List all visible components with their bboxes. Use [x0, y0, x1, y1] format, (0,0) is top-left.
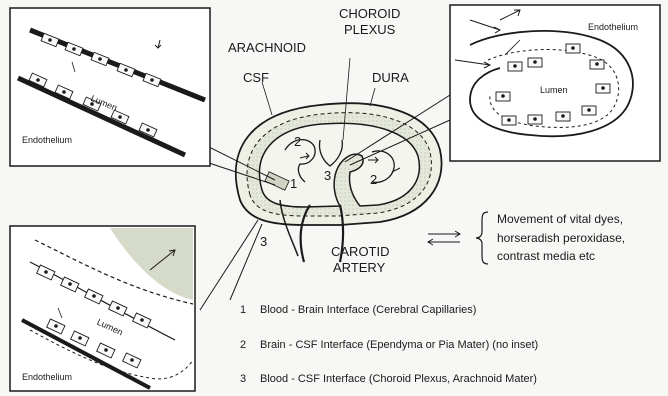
- movement-text-line1: Movement of vital dyes,: [497, 212, 623, 226]
- region-number-2-right: 2: [370, 172, 377, 187]
- legend-item-2-text: Brain - CSF Interface (Ependyma or Pia M…: [260, 339, 538, 351]
- label-csf: CSF: [243, 70, 269, 85]
- movement-text-line3: contrast media etc: [497, 249, 595, 263]
- label-carotid-line1: CAROTID: [331, 244, 390, 259]
- label-carotid-line2: ARTERY: [333, 260, 385, 275]
- legend-item-1-text: Blood - Brain Interface (Cerebral Capill…: [260, 304, 476, 316]
- label-arachnoid: ARACHNOID: [228, 40, 306, 55]
- inset-top-right-endothelium: Endothelium: [588, 22, 638, 33]
- region-number-3-lower: 3: [260, 234, 267, 249]
- region-number-1: 1: [290, 176, 297, 191]
- movement-text-line2: horseradish peroxidase,: [497, 231, 625, 245]
- inset-bottom-left: [10, 226, 195, 391]
- legend-item-3-number: 3: [240, 373, 260, 386]
- movement-brace: [476, 212, 488, 264]
- legend-item-3-text: Blood - CSF Interface (Choroid Plexus, A…: [260, 373, 537, 385]
- region-number-2-left: 2: [294, 134, 301, 149]
- movement-arrows: [428, 231, 460, 245]
- legend-item-2-number: 2: [240, 339, 260, 352]
- region-number-3-center: 3: [324, 168, 331, 183]
- legend-item-1-number: 1: [240, 304, 260, 317]
- inset-top-left-endothelium: Endothelium: [22, 135, 72, 146]
- inset-top-right-lumen: Lumen: [540, 85, 568, 96]
- label-choroid-line2: PLEXUS: [344, 22, 395, 37]
- inset-bottom-left-endothelium: Endothelium: [22, 372, 72, 383]
- label-dura: DURA: [372, 70, 409, 85]
- label-choroid-line1: CHOROID: [339, 6, 400, 21]
